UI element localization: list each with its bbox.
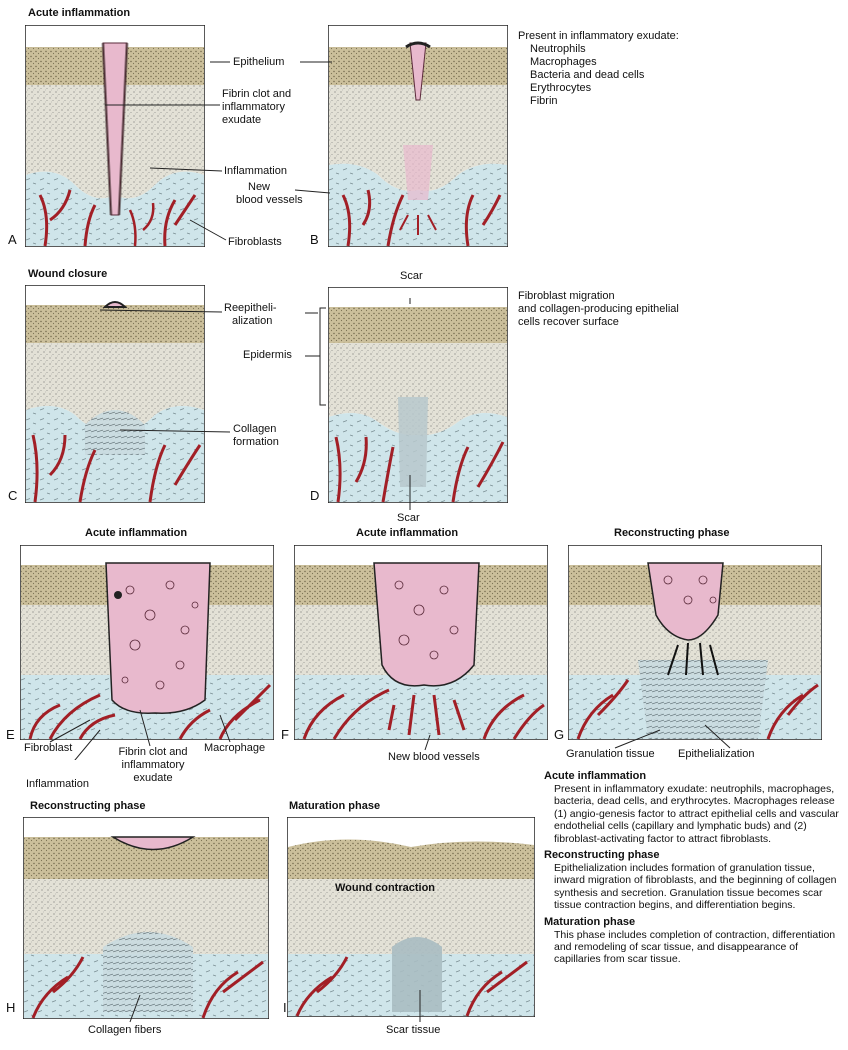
label-scar-tissue: Scar tissue	[386, 1024, 440, 1037]
panel-i	[287, 817, 535, 1017]
exudate-list-title: Present in inflammatory exudate:	[518, 30, 679, 43]
leader-lines-ab	[100, 55, 350, 255]
leader-lines-hi	[100, 990, 440, 1025]
exudate-item: Bacteria and dead cells	[518, 69, 679, 82]
heading-acute-inflammation-f: Acute inflammation	[356, 527, 458, 540]
label-collagen-fibers: Collagen fibers	[88, 1024, 161, 1037]
panel-b	[328, 25, 508, 247]
fibroblast-note-line3: cells recover surface	[518, 316, 679, 329]
panel-letter-h: H	[6, 1001, 15, 1015]
description-maturation-title: Maturation phase	[544, 916, 844, 929]
description-acute-text: Present in inflammatory exudate: neutrop…	[544, 783, 844, 845]
description-reconstructing-title: Reconstructing phase	[544, 849, 844, 862]
panel-h	[23, 817, 269, 1019]
panel-letter-e: E	[6, 728, 15, 742]
leader-lines-efg	[40, 690, 800, 760]
label-inflammation-e: Inflammation	[26, 778, 89, 791]
exudate-item: Erythrocytes	[518, 82, 679, 95]
heading-wound-closure: Wound closure	[28, 268, 107, 281]
exudate-list: Present in inflammatory exudate: Neutrop…	[518, 30, 679, 108]
heading-reconstructing-phase-h: Reconstructing phase	[30, 800, 146, 813]
heading-maturation-phase-i: Maturation phase	[289, 800, 380, 813]
leader-lines-cd	[100, 280, 430, 520]
label-fibrin-e-line3: exudate	[103, 772, 203, 785]
description-maturation-text: This phase includes completion of contra…	[544, 929, 844, 966]
exudate-item: Neutrophils	[518, 43, 679, 56]
description-block: Acute inflammation Present in inflammato…	[544, 770, 844, 966]
description-reconstructing-text: Epithelialization includes formation of …	[544, 862, 844, 912]
description-acute-title: Acute inflammation	[544, 770, 844, 783]
label-wound-contraction: Wound contraction	[335, 882, 435, 895]
label-fibrin-e-line2: inflammatory	[103, 759, 203, 772]
exudate-item: Fibrin	[518, 95, 679, 108]
heading-acute-inflammation-top: Acute inflammation	[28, 7, 130, 20]
heading-reconstructing-phase-g: Reconstructing phase	[614, 527, 730, 540]
fibroblast-note-line1: Fibroblast migration	[518, 290, 679, 303]
panel-letter-c: C	[8, 489, 17, 503]
panel-letter-a: A	[8, 233, 17, 247]
fibroblast-note: Fibroblast migration and collagen-produc…	[518, 290, 679, 329]
exudate-item: Macrophages	[518, 56, 679, 69]
fibroblast-note-line2: and collagen-producing epithelial	[518, 303, 679, 316]
heading-acute-inflammation-e: Acute inflammation	[85, 527, 187, 540]
